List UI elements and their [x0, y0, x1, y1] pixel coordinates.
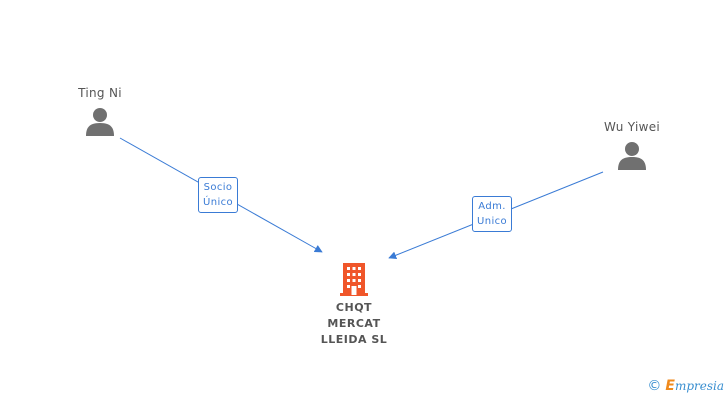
company-name[interactable]: CHQT MERCAT LLEIDA SL	[304, 300, 404, 348]
edge-label-line: Socio	[203, 182, 233, 193]
person-icon	[86, 108, 114, 136]
person-name[interactable]: Ting Ni	[78, 86, 122, 100]
brand-e: E	[665, 378, 675, 394]
person-node-wu-yiwei[interactable]: Wu Yiwei	[592, 120, 672, 170]
edge-label-adm-unico[interactable]: Adm. Unico	[472, 196, 513, 232]
company-name-line: LLEIDA SL	[320, 333, 388, 346]
edge-label-socio-unico[interactable]: Socio Único	[198, 177, 239, 213]
company-name-line: MERCAT	[327, 317, 381, 330]
person-icon	[618, 142, 646, 170]
brand-text: mpresia	[674, 379, 724, 393]
person-node-ting-ni[interactable]: Ting Ni	[68, 86, 132, 136]
edge-label-line: Adm.	[478, 201, 506, 212]
company-name-line: CHQT	[335, 301, 373, 314]
building-icon	[340, 263, 368, 296]
company-node[interactable]: CHQT MERCAT LLEIDA SL	[304, 262, 404, 348]
edge-label-line: Único	[203, 197, 234, 208]
brand-logo[interactable]: ©Empresia	[647, 378, 724, 394]
edge-label-line: Unico	[477, 216, 508, 227]
copyright-icon: ©	[647, 378, 662, 394]
person-name[interactable]: Wu Yiwei	[603, 120, 661, 134]
